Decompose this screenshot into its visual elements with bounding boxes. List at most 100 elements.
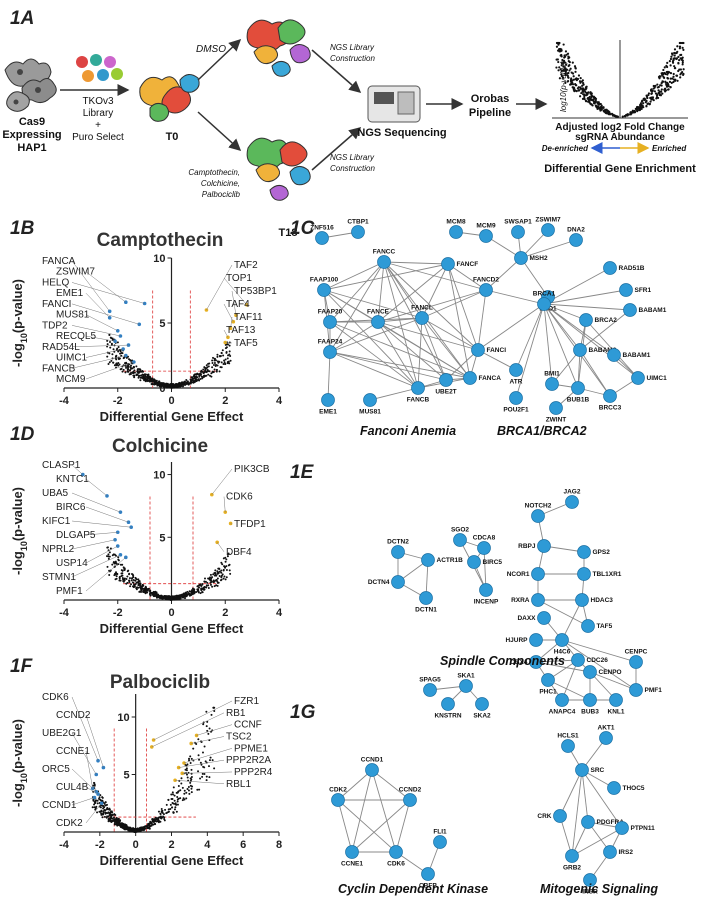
data-point <box>108 334 111 337</box>
mini-volcano-dot <box>677 62 680 65</box>
data-point <box>115 822 118 825</box>
network-node <box>603 845 617 859</box>
mini-volcano-dot <box>579 81 582 84</box>
data-point <box>222 557 225 560</box>
arrow-t0-to-drugs <box>197 111 242 152</box>
data-point <box>205 710 208 713</box>
panel-letter-1e: 1E <box>290 462 315 483</box>
mini-volcano-dot <box>682 41 685 45</box>
data-point <box>163 596 166 599</box>
data-point <box>225 351 228 354</box>
network-edge <box>515 303 545 371</box>
mini-volcano-dot <box>594 97 598 101</box>
x-tick-label: -2 <box>113 395 123 407</box>
data-point <box>138 374 141 377</box>
y-tick-label: 10 <box>117 712 129 724</box>
data-point <box>221 563 224 566</box>
data-point <box>139 376 142 379</box>
label-leader-line <box>223 329 229 338</box>
mini-volcano-dot <box>650 92 653 95</box>
mini-volcano-dot <box>574 67 577 70</box>
ngs-sequencing-label: NGS Sequencing <box>357 127 446 139</box>
network-edge <box>561 659 579 701</box>
data-point <box>127 569 130 572</box>
network-node <box>453 533 467 547</box>
data-point <box>172 786 175 789</box>
data-point <box>174 806 177 809</box>
gene-label: MUS81 <box>56 310 90 321</box>
node-label: HDAC3 <box>591 597 614 604</box>
data-point <box>153 592 156 595</box>
network-edge <box>327 351 331 401</box>
network-node <box>331 793 345 807</box>
x-tick-label: -2 <box>113 607 123 619</box>
network-node <box>577 567 591 581</box>
network-edge <box>371 769 397 853</box>
data-point <box>116 820 119 823</box>
mini-volcano-dot <box>655 94 659 97</box>
data-point <box>189 381 192 384</box>
data-point <box>208 578 211 581</box>
network-node <box>365 763 379 777</box>
data-point <box>122 368 125 371</box>
data-point <box>214 579 217 582</box>
data-point <box>96 811 99 814</box>
data-point <box>120 367 123 370</box>
mini-volcano-dot <box>589 97 592 101</box>
node-label: DNA2 <box>567 227 585 234</box>
data-point <box>154 816 157 819</box>
data-point <box>115 354 118 357</box>
data-point <box>153 383 156 386</box>
mini-volcano-dot <box>599 102 602 106</box>
data-point <box>196 788 199 791</box>
data-point <box>138 827 141 830</box>
data-point <box>154 381 157 384</box>
label-leader-line <box>85 786 99 795</box>
network-node <box>377 255 391 269</box>
data-point <box>151 382 154 385</box>
data-point <box>139 585 142 588</box>
mini-volcano-dot <box>560 49 563 52</box>
data-point <box>143 373 146 376</box>
gene-label: UBE2G1 <box>42 728 82 739</box>
data-point <box>156 593 159 596</box>
data-point <box>214 365 217 368</box>
data-point <box>141 583 144 586</box>
node-label: CBX4 <box>510 659 528 666</box>
data-point <box>201 370 204 373</box>
network-node <box>421 553 435 567</box>
mini-volcano-dot <box>579 87 582 90</box>
data-point <box>229 572 232 575</box>
data-point <box>213 580 216 583</box>
data-point <box>107 817 110 820</box>
gene-label: CCND1 <box>42 800 77 811</box>
mini-volcano-dot <box>679 76 682 79</box>
data-point <box>105 816 108 819</box>
label-leader-line <box>85 714 104 768</box>
mini-volcano-dot <box>562 69 565 72</box>
network-node <box>439 373 453 387</box>
lentivirus-library-image <box>76 54 123 82</box>
mini-volcano-dot <box>669 57 673 61</box>
data-point <box>198 375 201 378</box>
data-point <box>167 808 170 811</box>
mini-volcano-dot <box>611 113 614 116</box>
data-point <box>98 810 101 813</box>
mini-volcano-dot <box>637 107 640 110</box>
data-point <box>106 343 109 346</box>
data-point <box>122 578 125 581</box>
data-point <box>113 562 116 565</box>
data-point <box>132 581 135 584</box>
mini-volcano-dot <box>574 78 577 81</box>
mini-volcano-dot <box>665 70 668 74</box>
mini-volcano-dot <box>587 97 590 100</box>
mini-volcano-dot <box>581 87 584 91</box>
data-point <box>218 575 221 578</box>
node-label: AKT1 <box>598 725 615 732</box>
mini-volcano-dot <box>595 105 598 108</box>
data-point <box>173 794 176 797</box>
network-node <box>579 313 593 327</box>
data-point <box>226 357 229 360</box>
data-point <box>102 807 105 810</box>
